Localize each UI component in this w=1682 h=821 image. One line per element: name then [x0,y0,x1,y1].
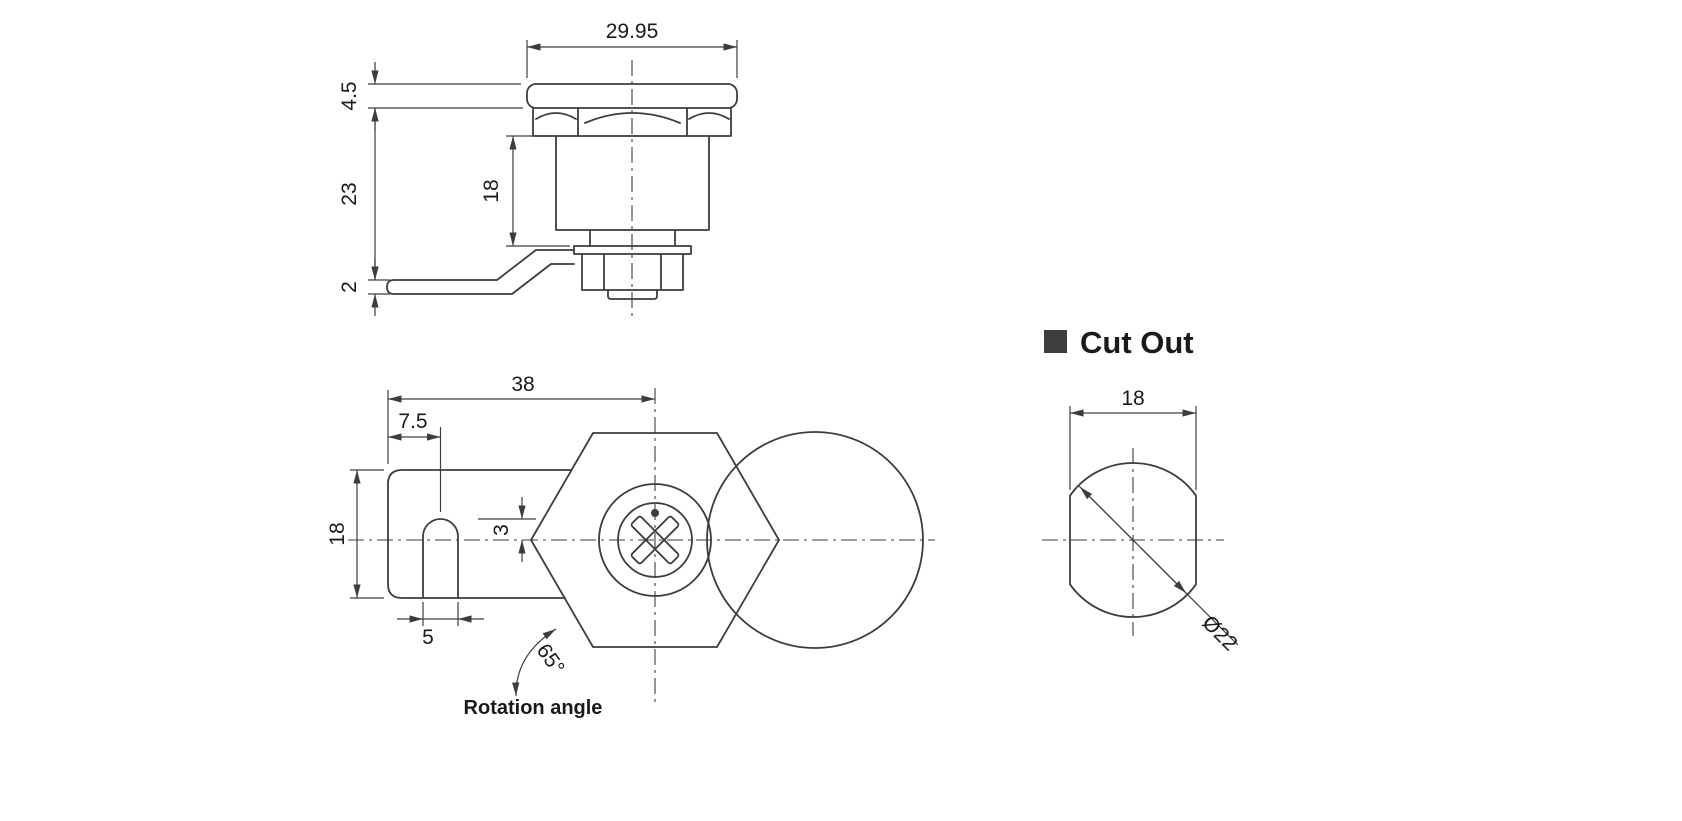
dim-label: 38 [511,373,534,396]
mounting-nut [581,253,684,291]
cross-slot-a [630,515,680,565]
rotation-arc-arrow [512,628,557,697]
dim-label: 4.5 [338,81,361,110]
hex-nut-outline [530,432,780,648]
cam-hub-circle [617,502,693,578]
dim-label: 29.95 [606,20,659,43]
dimension-barrel-height: 18 [480,135,570,247]
section-marker-icon [1044,330,1067,353]
dim-label: 2 [338,281,361,293]
lock-face-circle [598,483,712,597]
washer [573,245,692,255]
dimension-cam-rise: 3 [478,497,536,562]
dimension-plate-width: 18 [326,469,384,599]
dim-label: 18 [326,522,349,545]
dimension-bracket-thickness: 2 [338,258,390,316]
rotation-annotation: 65° Rotation angle [464,628,603,719]
cam-bracket [386,249,575,295]
index-dot [651,509,659,517]
lock-body [555,135,710,231]
lock-cap [526,83,738,109]
plate-slot [422,518,459,599]
dimension-body-height: 23 [338,108,390,281]
dim-label: 5 [422,626,434,649]
neck [589,229,676,247]
dimension-width: 29.95 [526,20,738,78]
dimension-cap-height: 4.5 [338,62,523,130]
knob-circle [706,431,924,649]
dimension-total-length: 38 [387,373,655,464]
dim-label: 23 [338,182,361,205]
cam-plate [387,469,572,599]
dimension-diameter: Ø22 [1078,485,1242,656]
dim-label: 7.5 [398,410,427,433]
stem-tip [607,289,658,300]
dimension-slot-width: 5 [397,602,484,649]
dim-label: Ø22 [1197,611,1241,655]
rotation-angle-label: 65° [532,640,569,679]
cross-slot-b [630,515,680,565]
front-view: 29.95 4.5 23 2 18 [338,20,738,318]
dim-label: 18 [480,179,503,202]
hex-chamfer-arcs [535,112,730,124]
hex-collar [532,107,732,137]
cutout-shape [1069,462,1197,618]
arrow-line [1140,547,1187,594]
dim-label: 18 [1121,387,1144,410]
plan-view: 38 7.5 18 3 5 [326,373,935,719]
cutout-title: Cut Out [1080,325,1194,360]
cutout-view: Cut Out 18 Ø22 [1042,325,1242,656]
dimension-across-flats: 18 [1069,387,1197,490]
dim-label: 3 [490,524,513,536]
arrow-line [1079,486,1132,539]
dimension-slot-offset: 7.5 [388,410,442,512]
rotation-caption: Rotation angle [464,697,603,719]
